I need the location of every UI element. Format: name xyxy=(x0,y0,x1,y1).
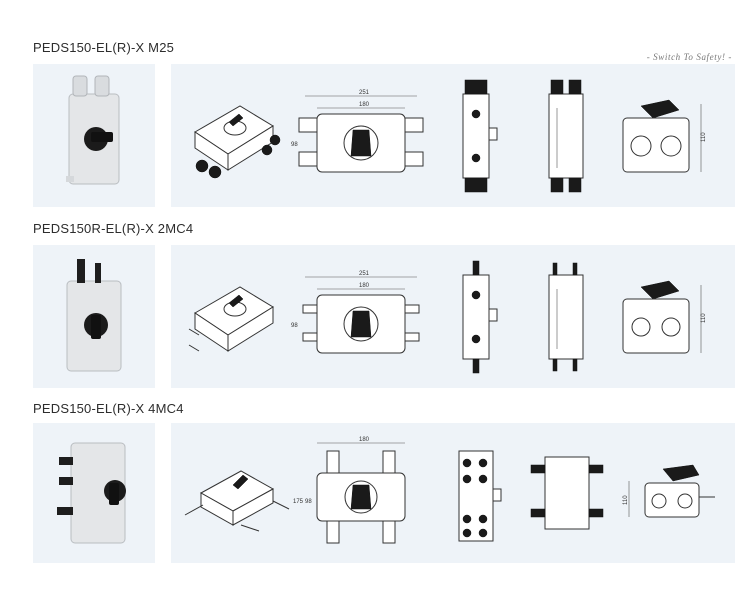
isometric-view-drawing-icon xyxy=(188,286,274,352)
isometric-view-drawing-icon xyxy=(184,470,290,532)
section-3-drawing-panel: 180 175 98 110 xyxy=(171,423,735,563)
dim-overall-width: 180 xyxy=(359,437,370,443)
section-1-title: PEDS150-EL(R)-X M25 xyxy=(33,40,175,55)
end-view-drawing-icon: 110 xyxy=(622,99,707,173)
product-photo-icon xyxy=(57,442,126,544)
front-view-drawing-icon: 251 180 98 xyxy=(291,90,424,173)
dim-body-width: 180 xyxy=(359,283,370,289)
dim-side-height: 110 xyxy=(623,495,629,505)
rear-view-drawing-icon xyxy=(530,456,604,530)
dim-height: 98 xyxy=(291,323,298,329)
end-view-drawing-icon: 110 xyxy=(622,280,707,354)
dim-height: 98 xyxy=(305,499,312,505)
section-1-photo-panel xyxy=(33,64,155,207)
dim-overall-width: 251 xyxy=(359,90,370,96)
dim-side-height: 110 xyxy=(701,313,707,323)
front-view-drawing-icon: 251 180 98 xyxy=(291,271,420,354)
front-view-drawing-icon: 180 175 98 xyxy=(293,437,406,544)
section-2-title: PEDS150R-EL(R)-X 2MC4 xyxy=(33,221,194,236)
rear-view-drawing-icon xyxy=(548,262,584,372)
section-2-drawing-panel: 251 180 98 110 xyxy=(171,245,735,388)
side-view-drawing-icon xyxy=(458,450,502,542)
dim-height: 98 xyxy=(291,142,298,148)
dim-body-width: 180 xyxy=(359,102,370,108)
side-view-drawing-icon xyxy=(462,79,498,193)
product-photo-icon xyxy=(66,259,122,372)
side-view-drawing-icon xyxy=(462,260,498,374)
isometric-view-drawing-icon xyxy=(194,105,281,179)
rear-view-drawing-icon xyxy=(548,79,584,193)
dim-overall-width: 251 xyxy=(359,271,370,277)
section-1-drawing-panel: 251 180 98 110 xyxy=(171,64,735,207)
section-3-photo-panel xyxy=(33,423,155,563)
dim-side-height: 110 xyxy=(701,132,707,142)
section-3-title: PEDS150-EL(R)-X 4MC4 xyxy=(33,401,184,416)
product-photo-icon xyxy=(66,75,120,185)
section-2-photo-panel xyxy=(33,245,155,388)
tagline: - Switch To Safety! - xyxy=(646,52,732,62)
dim-height-outer: 175 xyxy=(293,499,304,505)
end-view-drawing-icon: 110 xyxy=(623,464,715,518)
